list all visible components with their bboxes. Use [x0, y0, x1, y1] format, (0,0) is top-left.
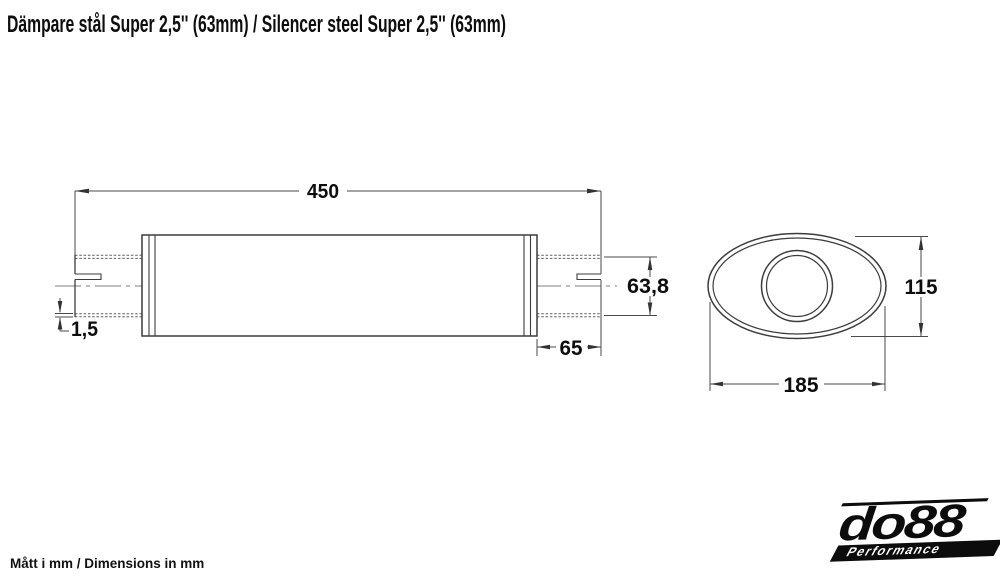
silencer-side-view: [55, 234, 617, 337]
body-end-caps: [148, 235, 532, 336]
center-pipe-outer: [760, 249, 834, 323]
outlet-pipe: [537, 254, 601, 318]
oval-shell-inner: [712, 237, 882, 335]
silencer-body: [141, 234, 538, 337]
silencer-end-view: [707, 232, 887, 340]
dim-total-length-label: 450: [307, 181, 339, 203]
units-note: Mått i mm / Dimensions in mm: [10, 556, 205, 571]
dim-body-height-label: 115: [905, 276, 938, 299]
dimension-body-width: 185: [709, 302, 886, 397]
dimension-pipe-diameter: 63,8: [604, 256, 669, 316]
center-pipe-inner: [765, 254, 829, 318]
dim-wall-thickness-label: 1,5: [71, 318, 98, 341]
dimension-body-height: 115: [851, 236, 938, 337]
dim-body-width-label: 185: [784, 374, 819, 397]
outlet-pipe-slot: [576, 273, 601, 281]
oval-shell-outer: [707, 232, 887, 340]
do88-logo: do88 Performance: [822, 493, 1000, 578]
dimension-stub-length: 65: [536, 337, 601, 360]
inlet-pipe-slot: [75, 273, 102, 281]
dimension-wall-thickness: 1,5: [55, 298, 98, 341]
logo-brand-text: do88: [836, 493, 966, 551]
dimension-total-length: 450: [74, 181, 602, 356]
dim-pipe-diameter-label: 63,8: [627, 275, 669, 298]
page-title: Dämpare stål Super 2,5'' (63mm) / Silenc…: [7, 11, 506, 38]
dim-stub-length-label: 65: [560, 337, 583, 360]
